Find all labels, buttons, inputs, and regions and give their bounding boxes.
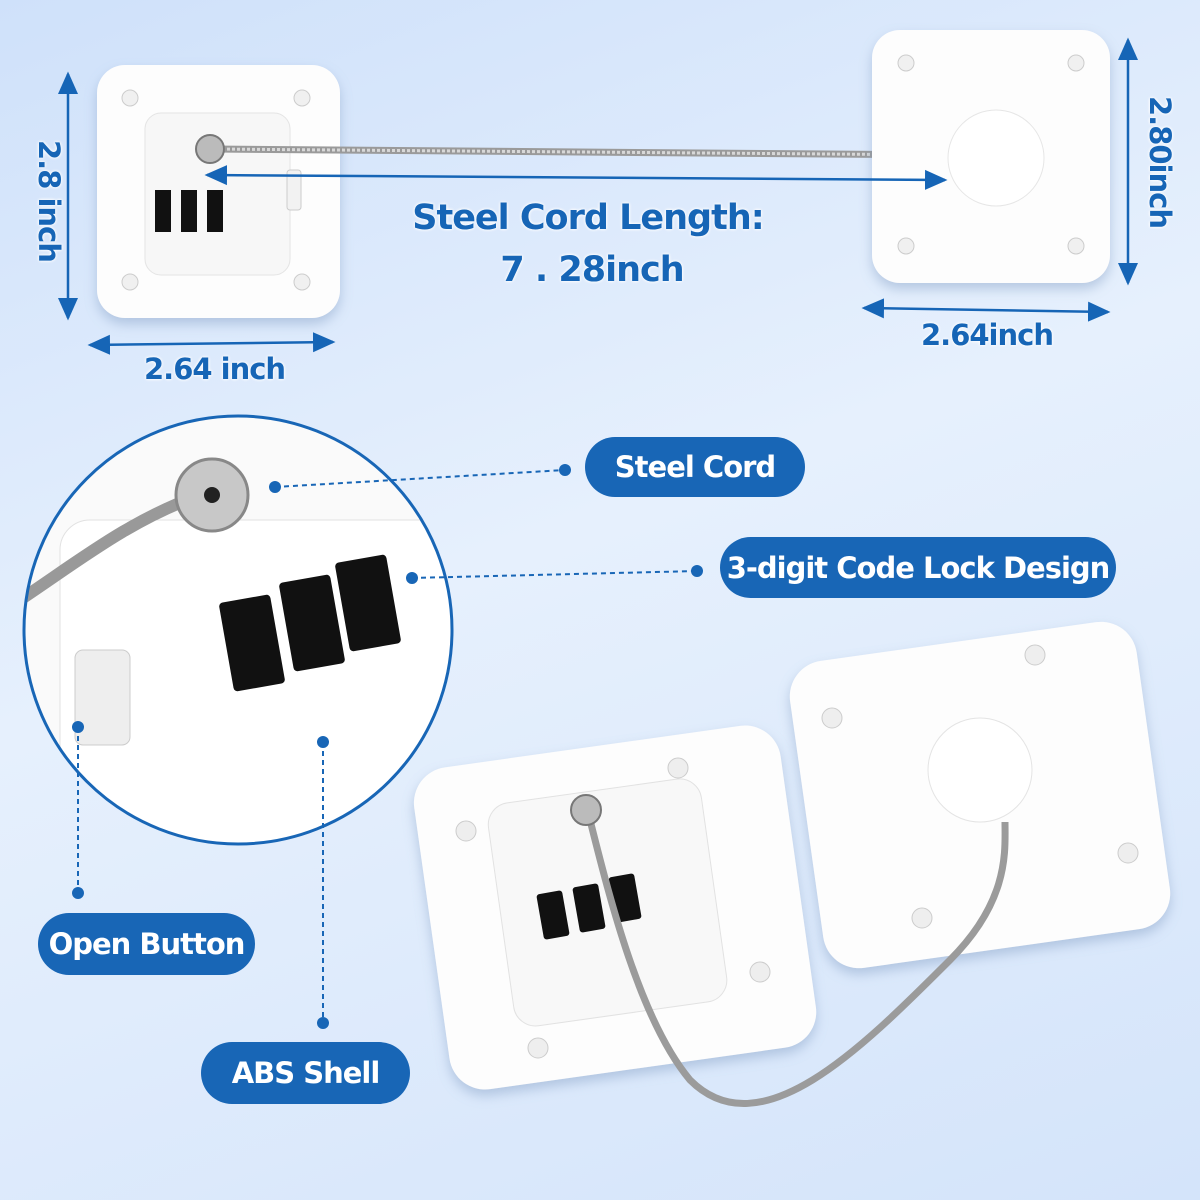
receiver-height-label: 2.80inch xyxy=(1143,96,1177,228)
receiver-plate-top xyxy=(872,30,1110,283)
detail-zoom-circle xyxy=(22,414,454,846)
lock-width-label: 2.64 inch xyxy=(144,352,286,386)
steel-cord-bottom xyxy=(584,811,1009,1107)
code-wheels-top xyxy=(155,190,223,232)
plate-holes xyxy=(121,89,311,291)
cord-length-title: Steel Cord Length: xyxy=(412,198,764,238)
lock-height-label: 2.8 inch xyxy=(32,140,66,262)
code-wheels-bottom xyxy=(536,873,642,940)
cord-length-value: 7 . 28inch xyxy=(500,250,684,290)
cord-anchor-top xyxy=(195,134,225,164)
dimension-arrows xyxy=(58,37,1138,355)
callout-abs-shell: ABS Shell xyxy=(201,1042,410,1104)
callout-lines xyxy=(77,469,698,1023)
receiver-plate-bottom xyxy=(789,621,1171,969)
callout-open-button: Open Button xyxy=(38,913,255,975)
callout-dots xyxy=(72,464,703,1029)
callout-code-lock: 3-digit Code Lock Design xyxy=(720,537,1116,598)
receiver-width-label: 2.64inch xyxy=(921,318,1054,352)
callout-steel-cord: Steel Cord xyxy=(585,437,805,497)
